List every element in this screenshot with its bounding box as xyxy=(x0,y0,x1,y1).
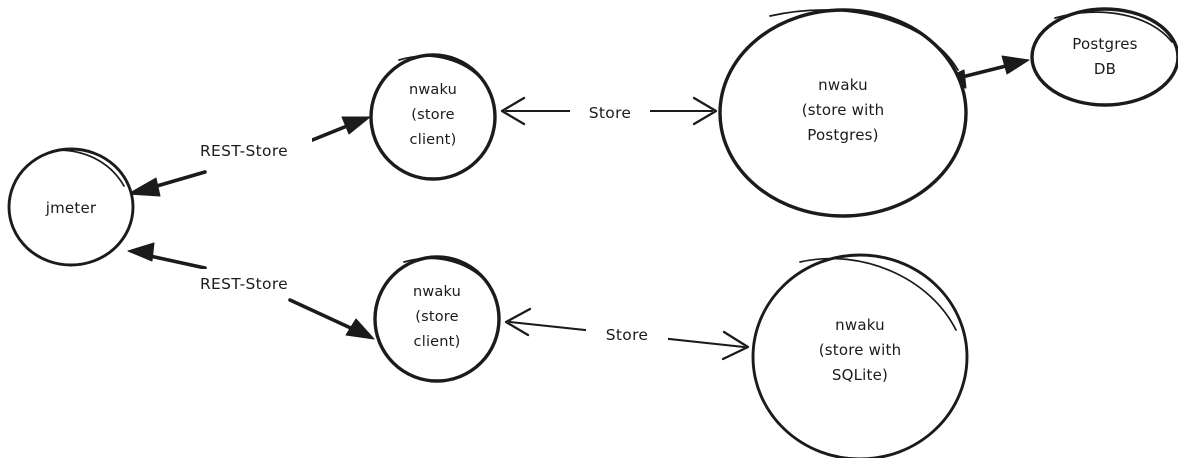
edge-line-postgres-db xyxy=(956,63,1012,80)
node-store-postgres-label-line1: nwaku xyxy=(818,76,868,94)
node-store-postgres-sketch-stroke xyxy=(769,9,959,71)
edge-label-bg-store-top xyxy=(570,99,650,123)
node-jmeter-shape xyxy=(7,147,135,267)
node-postgres-db-label-line1: Postgres xyxy=(1072,35,1137,53)
node-store-client-top[interactable]: nwaku (store client) xyxy=(369,53,497,181)
node-store-client-top-sketch-stroke xyxy=(398,55,485,83)
node-store-postgres-label-line3: Postgres) xyxy=(807,126,878,144)
arrowhead-to-jmeter-top xyxy=(127,177,161,197)
edge-label-bg-top xyxy=(176,136,312,161)
edge-rest-store-top: REST-Store xyxy=(127,116,371,197)
node-store-sqlite-sketch-stroke xyxy=(799,257,957,331)
node-store-sqlite-label-line3: SQLite) xyxy=(832,366,888,384)
node-store-client-top-label-line1: nwaku xyxy=(409,82,457,98)
edge-label-rest-store-top: REST-Store xyxy=(200,142,288,160)
node-store-sqlite-label-line1: nwaku xyxy=(835,316,885,334)
arrowhead-store-bottom-left xyxy=(504,307,532,337)
edge-store-bottom: Store xyxy=(504,307,750,361)
node-postgres-db-label-line2: DB xyxy=(1094,60,1116,78)
arrowhead-to-postgres-db xyxy=(1001,55,1030,75)
edge-store-top: Store xyxy=(500,96,718,126)
arrowhead-to-jmeter-bottom xyxy=(127,242,155,262)
node-store-client-bottom-label-line1: nwaku xyxy=(413,284,461,300)
node-jmeter[interactable]: jmeter xyxy=(7,147,135,267)
node-jmeter-sketch-stroke xyxy=(59,149,125,187)
node-store-sqlite[interactable]: nwaku (store with SQLite) xyxy=(751,253,969,458)
node-store-client-bottom-label-line2: (store xyxy=(415,309,459,325)
node-store-sqlite-label-line2: (store with xyxy=(819,341,902,359)
node-store-client-bottom-label-line3: client) xyxy=(414,334,461,350)
edge-label-store-bottom: Store xyxy=(606,326,648,344)
edge-label-store-top: Store xyxy=(589,104,631,122)
node-store-postgres-label-line2: (store with xyxy=(802,101,885,119)
node-store-client-bottom-sketch-stroke xyxy=(403,257,491,287)
node-store-sqlite-shape xyxy=(751,253,969,458)
node-store-client-top-shape xyxy=(369,53,497,181)
edge-label-bg-store-bottom xyxy=(586,320,668,345)
node-postgres-db[interactable]: Postgres DB xyxy=(1030,7,1178,107)
arrowhead-store-top-left xyxy=(500,96,526,126)
node-store-postgres[interactable]: nwaku (store with Postgres) xyxy=(718,8,968,218)
node-store-client-top-label-line3: client) xyxy=(410,132,457,148)
arrowhead-to-store-client-bottom xyxy=(345,318,375,340)
edge-line-bottom-lower xyxy=(288,298,357,332)
edge-line-top-lower xyxy=(148,170,207,190)
node-store-client-bottom[interactable]: nwaku (store client) xyxy=(373,255,501,383)
arrowhead-store-bottom-right xyxy=(721,330,750,361)
node-store-client-top-label-line2: (store xyxy=(411,107,455,123)
node-store-client-bottom-shape xyxy=(373,255,501,383)
edge-label-rest-store-bottom: REST-Store xyxy=(200,275,288,293)
edge-rest-store-bottom: REST-Store xyxy=(127,242,375,340)
node-jmeter-label-line1: jmeter xyxy=(45,199,97,217)
arrowhead-store-top-right xyxy=(692,96,718,126)
node-postgres-db-shape xyxy=(1030,7,1178,107)
arrowhead-to-store-client-top xyxy=(341,116,371,135)
edge-label-bg-bottom xyxy=(176,269,312,294)
node-postgres-db-sketch-stroke xyxy=(1054,11,1173,43)
edge-line-bottom-upper xyxy=(148,254,207,270)
